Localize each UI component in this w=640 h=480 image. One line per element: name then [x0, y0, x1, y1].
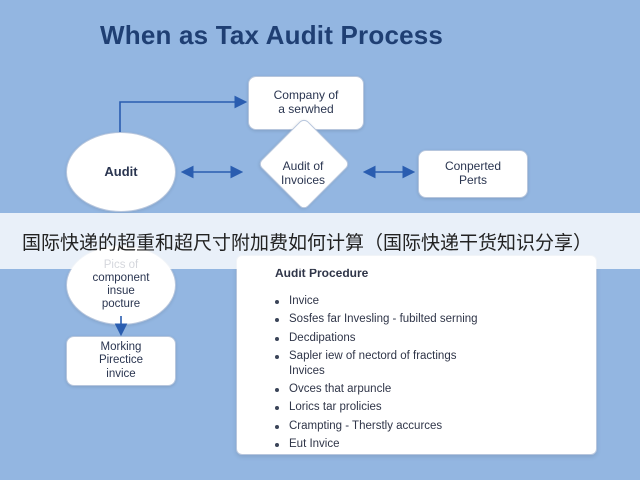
caption-banner: 国际快递的超重和超尺寸附加费如何计算（国际快递干货知识分享）: [0, 213, 640, 269]
panel-title: Audit Procedure: [275, 266, 369, 280]
procedure-list: Invice Sosfes far Invesling - fubilted s…: [275, 294, 582, 451]
arrow-audit-to-company: [119, 95, 248, 132]
list-item: Decdipations: [275, 331, 582, 345]
node-working-practice: Morking Pirectice invice: [66, 336, 176, 386]
list-item: Invice: [275, 294, 582, 308]
diagram-title: When as Tax Audit Process: [100, 20, 444, 50]
banner-text: 国际快递的超重和超尺寸附加费如何计算（国际快递干货知识分享）: [22, 231, 593, 254]
list-item: Sapler iew of nectord of fractings Invic…: [275, 349, 582, 378]
list-item: Ovces that arpuncle: [275, 382, 582, 396]
list-item: Crampting - Therstly accurces: [275, 419, 582, 433]
node-audit-of-invoices: Audit of Invoices: [280, 159, 326, 187]
list-item: Lorics tar prolicies: [275, 400, 582, 414]
list-item: Eut Invice: [275, 437, 582, 451]
list-item: Sosfes far Invesling - fubilted serning: [275, 312, 582, 326]
node-audit: Audit: [66, 132, 176, 212]
audit-procedure-panel: Audit Procedure Invice Sosfes far Invesl…: [236, 255, 597, 455]
node-converted: Conperted Perts: [418, 150, 528, 198]
